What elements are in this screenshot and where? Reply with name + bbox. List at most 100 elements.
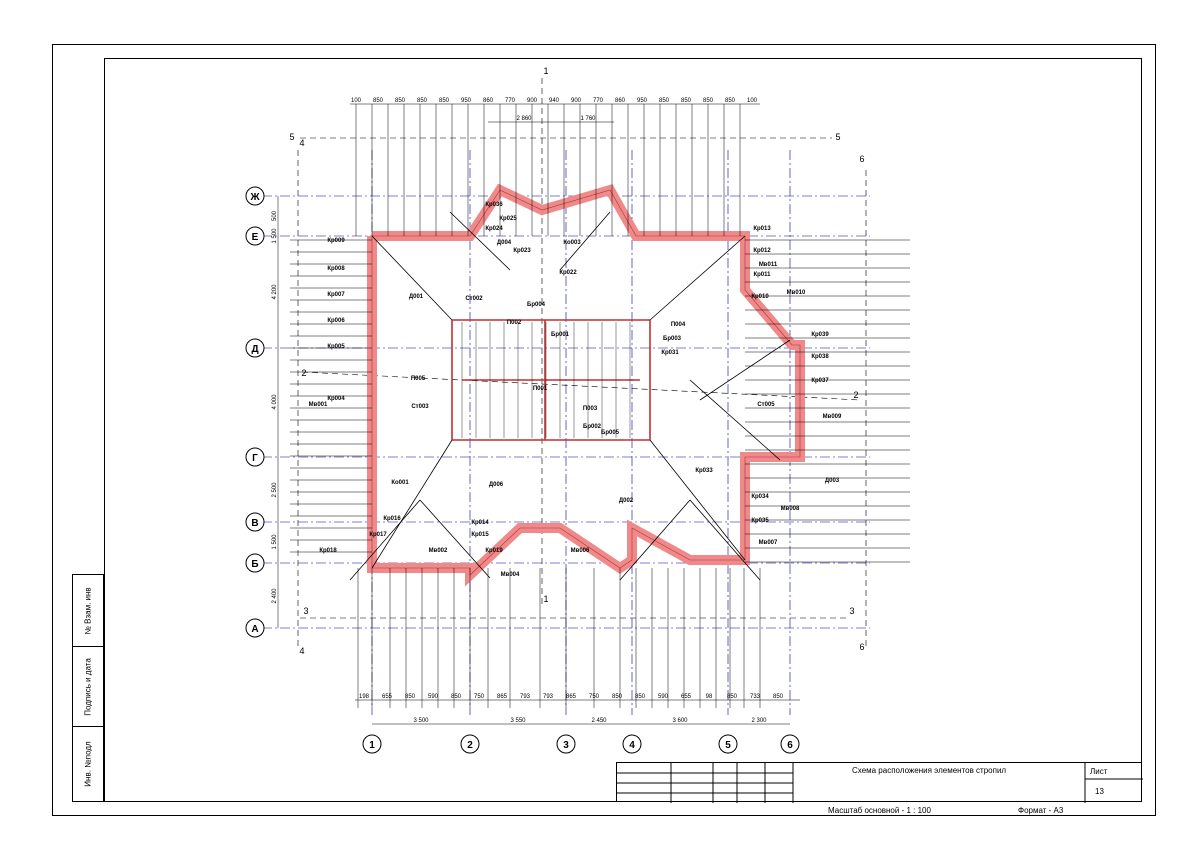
bottom-dim-overall-text: 3 500	[413, 718, 429, 724]
element-label: Кр009	[327, 238, 345, 244]
top-dim-overall-text: 1 760	[580, 116, 596, 122]
element-label: Ст005	[757, 402, 775, 408]
top-dim-text: 950	[637, 98, 648, 104]
element-label: Кр034	[751, 494, 769, 500]
element-label: Ст002	[465, 296, 483, 302]
element-label: Мв001	[309, 402, 328, 408]
element-label: Бр004	[527, 302, 546, 308]
sheet-number: 13	[1095, 787, 1104, 796]
section-mark-4: 3	[303, 606, 308, 616]
element-label: Кр017	[369, 532, 387, 538]
bottom-dim-text: 850	[612, 694, 623, 700]
element-label: Кр033	[695, 468, 713, 474]
axis-bubble-y	[245, 226, 265, 246]
mauerlat-beam	[367, 183, 805, 587]
outer-frame	[52, 44, 1156, 816]
axis-label-x: 5	[725, 740, 731, 751]
axis-bubble-y	[245, 447, 265, 467]
element-label: Кр036	[485, 202, 503, 208]
element-label: Бр003	[663, 336, 682, 342]
bottom-dim-text: 750	[589, 694, 600, 700]
axis-bubble-y	[245, 338, 265, 358]
top-dim-overall-text: 2 860	[516, 116, 532, 122]
left-dim-text: 1 500	[272, 534, 278, 550]
side-label-inventory: Инв. №подл	[83, 741, 93, 787]
bottom-dim-text: 850	[773, 694, 784, 700]
side-cell-signature: Подпись и дата	[73, 647, 103, 727]
bottom-dim-overall-text: 2 450	[591, 718, 607, 724]
section-mark-1: 1	[543, 594, 548, 604]
bottom-dim-text: 850	[451, 694, 462, 700]
rafter-layer	[290, 104, 910, 708]
element-label: Д004	[497, 240, 512, 246]
bottom-dim-text: 865	[566, 694, 577, 700]
section-mark-0: 1	[543, 66, 548, 76]
left-dim-text: 2 400	[272, 588, 278, 604]
bottom-dim-text: 793	[520, 694, 531, 700]
element-label: Кр035	[751, 518, 769, 524]
element-label: Кр025	[499, 216, 517, 222]
element-label: П001	[533, 386, 548, 392]
element-label: Бр001	[551, 332, 570, 338]
hip-rafter-7	[689, 499, 761, 581]
element-label: П004	[671, 322, 686, 328]
bottom-dim-text: 733	[750, 694, 761, 700]
axis-bubble-x	[362, 734, 382, 754]
bottom-dim-text: 590	[428, 694, 439, 700]
axis-bubble-y	[245, 512, 265, 532]
side-label-signature: Подпись и дата	[83, 657, 93, 716]
top-dim-text: 100	[351, 98, 362, 104]
top-dim-text: 940	[549, 98, 560, 104]
element-label: Кр015	[471, 532, 489, 538]
element-label: П002	[507, 320, 522, 326]
element-label: Кр023	[513, 248, 531, 254]
element-label: Мв008	[781, 506, 800, 512]
axis-label-x: 1	[369, 740, 375, 751]
axis-bubble-x	[622, 734, 642, 754]
top-dim-text: 850	[395, 98, 406, 104]
section-line-2	[301, 371, 861, 401]
bottom-dim-overall-text: 2 300	[751, 718, 767, 724]
element-label: Мв007	[759, 540, 778, 546]
element-label: Кр008	[327, 266, 345, 272]
element-label: Мв004	[501, 572, 520, 578]
element-label: Д006	[489, 482, 504, 488]
label-layer: Кр036Кр025Кр024Кр023Кр022Кр013Кр012Кр011…	[309, 202, 842, 578]
element-label: Ко001	[391, 480, 409, 486]
axis-label-y: Д	[251, 344, 258, 355]
hip-rafter-9	[559, 211, 611, 271]
side-cell-inventory: Инв. №подл	[73, 727, 103, 801]
bottom-dim-text: 98	[706, 694, 713, 700]
top-dim-text: 770	[593, 98, 604, 104]
hip-rafter-11	[699, 339, 791, 401]
bottom-dim-text: 590	[658, 694, 669, 700]
side-cell-replace: № Взам. инв	[73, 575, 103, 647]
element-label: П005	[411, 376, 426, 382]
element-label: Кр016	[383, 516, 401, 522]
hip-rafter-8	[449, 211, 511, 271]
side-stamp: № Взам. инв Подпись и дата Инв. №подл	[72, 574, 104, 802]
element-label: Кр013	[753, 226, 771, 232]
hip-rafter-0	[371, 235, 453, 321]
top-dim-text: 900	[571, 98, 582, 104]
bottom-dim-text: 793	[543, 694, 554, 700]
axis-label-x: 4	[629, 740, 635, 751]
hip-rafter-1	[649, 235, 746, 321]
section-mark-10: 6	[859, 154, 864, 164]
top-dim-text: 850	[659, 98, 670, 104]
element-label: Кр004	[327, 396, 345, 402]
hip-rafter-6	[619, 499, 691, 581]
bottom-dim-text: 198	[359, 694, 370, 700]
element-label: Кр022	[559, 270, 577, 276]
element-label: Д002	[619, 498, 634, 504]
beam-layer	[367, 183, 805, 587]
left-dim-text: 4 000	[272, 394, 278, 410]
axis-label-x: 2	[467, 740, 473, 751]
element-label: Д003	[825, 478, 840, 484]
axis-bubble-y	[245, 186, 265, 206]
top-dim-text: 850	[703, 98, 714, 104]
top-dim-text: 850	[373, 98, 384, 104]
element-label: Кр039	[811, 332, 829, 338]
